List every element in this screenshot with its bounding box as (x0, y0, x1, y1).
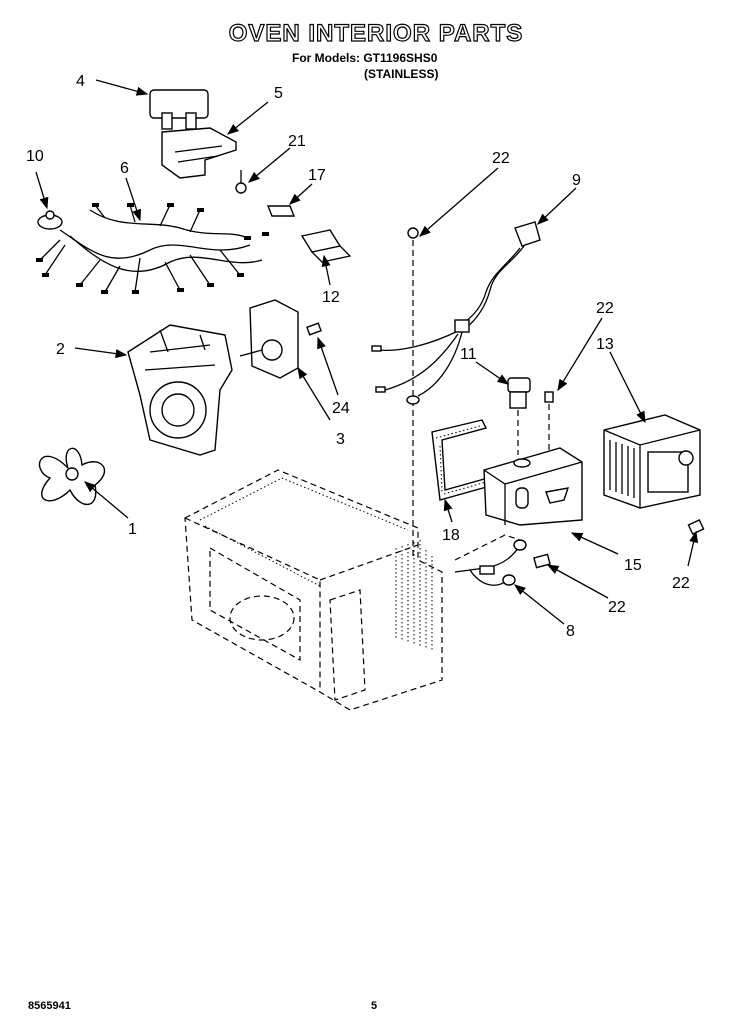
callout-3: 3 (336, 431, 345, 448)
page-title: OVEN INTERIOR PARTS (228, 19, 524, 47)
callout-10: 10 (26, 148, 44, 165)
callout-22-lower: 22 (608, 599, 626, 616)
callout-5: 5 (274, 85, 283, 102)
callout-12: 12 (322, 289, 340, 306)
capacitor-bracket-drawing (161, 127, 237, 179)
callout-18: 18 (442, 527, 460, 544)
thermal-cutout-drawing (37, 210, 63, 230)
callout-1: 1 (128, 521, 137, 538)
model-variant: (STAINLESS) (364, 67, 439, 81)
models-line: For Models: GT1196SHS0 (292, 51, 438, 65)
oven-cavity-drawing (184, 469, 443, 711)
leader-lines (35, 79, 699, 625)
magnetron-drawing (603, 414, 701, 509)
callout-2: 2 (56, 341, 65, 358)
hv-diode-drawing (507, 377, 531, 455)
choke-gasket-drawing (431, 419, 491, 501)
wire-harness-drawing (36, 203, 269, 294)
page-number: 5 (371, 1000, 378, 1012)
callout-6: 6 (120, 160, 129, 177)
magnetron-bracket-drawing (483, 447, 583, 526)
stirrer-motor-drawing (239, 299, 299, 379)
fuse-drawing (266, 205, 296, 217)
callout-4: 4 (76, 73, 85, 90)
fan-duct-drawing (127, 324, 233, 456)
callout-22-lower-right: 22 (672, 575, 690, 592)
lower-screw-drawing (687, 519, 705, 535)
capacitor-drawing (149, 89, 209, 130)
callout-22-top: 22 (492, 150, 510, 167)
callout-13: 13 (596, 336, 614, 353)
bracket-screw-drawing (235, 170, 247, 194)
callout-21: 21 (288, 133, 306, 150)
callout-15: 15 (624, 557, 642, 574)
ground-screw-drawing (406, 227, 420, 560)
callout-22-right: 22 (596, 300, 614, 317)
fan-blade-drawing (38, 447, 106, 506)
callout-9: 9 (572, 172, 581, 189)
callout-24: 24 (332, 400, 350, 417)
callout-17: 17 (308, 167, 326, 184)
power-cord-drawing (371, 221, 541, 397)
sensor-drawing (454, 534, 551, 586)
callout-8: 8 (566, 623, 575, 640)
fuse-clip-drawing (300, 229, 352, 263)
callout-11: 11 (460, 346, 477, 363)
callout-labels: 4 5 21 10 6 17 22 9 12 2 24 3 11 22 13 1… (26, 73, 690, 640)
magnetron-screw-drawing (544, 391, 554, 452)
document-number: 8565941 (28, 1000, 71, 1012)
motor-screw-drawing (306, 322, 322, 336)
